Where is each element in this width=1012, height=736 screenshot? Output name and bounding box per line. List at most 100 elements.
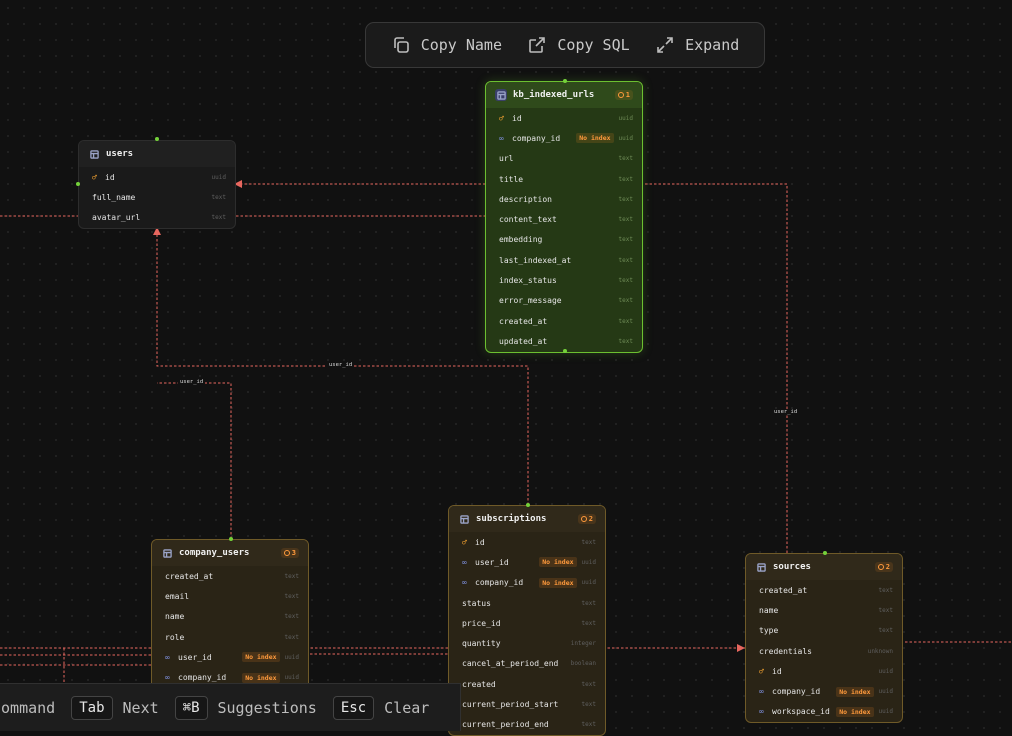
primary-key-icon: ♂ [462,537,467,547]
warning-badge[interactable]: 1 [614,90,633,100]
table-header[interactable]: company_users 3 [152,540,308,566]
column-type: text [211,193,226,201]
column-type: uuid [211,173,226,181]
foreign-key-icon: ∞ [499,133,504,143]
column-name: created_at [759,585,808,595]
column-name: id [105,172,115,182]
column-type: integer [570,640,596,648]
handle-cu-top[interactable] [229,537,233,541]
next-hint[interactable]: Tab Next [71,695,159,720]
table-name: users [106,149,134,159]
copy-sql-button[interactable]: Copy SQL [527,35,630,55]
no-index-badge: No index [836,706,874,717]
column-type: text [284,613,299,621]
foreign-key-icon: ∞ [165,673,170,683]
column-name: status [462,598,491,608]
copy-icon [393,37,409,53]
column-row[interactable]: ♂ id text [449,532,605,552]
table-name: company_users [179,548,250,558]
expand-button[interactable]: Expand [655,35,739,55]
handle-subs-top[interactable] [526,503,530,507]
column-name: company_id [178,673,227,683]
table-icon [458,513,470,525]
table-header[interactable]: users [79,141,235,167]
column-type: unknown [867,647,893,655]
column-name: email [165,591,190,601]
handle-src-top[interactable] [823,551,827,555]
column-name: price_id [462,618,501,628]
suggestions-hint[interactable]: ⌘B Suggestions [174,695,317,720]
column-type: text [618,297,633,305]
warning-badge[interactable]: 2 [874,562,893,572]
table-icon [161,547,173,559]
column-name: id [475,537,485,547]
copy-name-button[interactable]: Copy Name [391,35,502,55]
handle-kb-top[interactable] [563,79,567,83]
no-index-badge: No index [576,133,614,144]
column-type: text [618,317,633,325]
column-row[interactable]: price_id text [449,613,605,633]
table-header[interactable]: subscriptions 2 [449,506,605,532]
warning-badge[interactable]: 2 [577,514,596,524]
handle-users-left[interactable] [76,182,80,186]
command-bar: Command Tab Next ⌘B Suggestions Esc Clea… [0,683,461,731]
edge-label-subs-users: user_id [327,362,355,368]
handle-kb-bottom[interactable] [563,349,567,353]
warning-badge[interactable]: 3 [280,548,299,558]
handle-users-top[interactable] [155,137,159,141]
table-name: subscriptions [476,514,547,524]
clear-hint[interactable]: Esc Clear [332,695,430,720]
clear-label: Clear [384,698,430,717]
column-type: text [878,606,893,614]
column-name: current_period_end [462,720,549,730]
command-hint[interactable]: Command [0,699,55,717]
column-name: created_at [165,571,214,581]
column-type: text [581,619,596,627]
column-type: text [581,538,596,546]
